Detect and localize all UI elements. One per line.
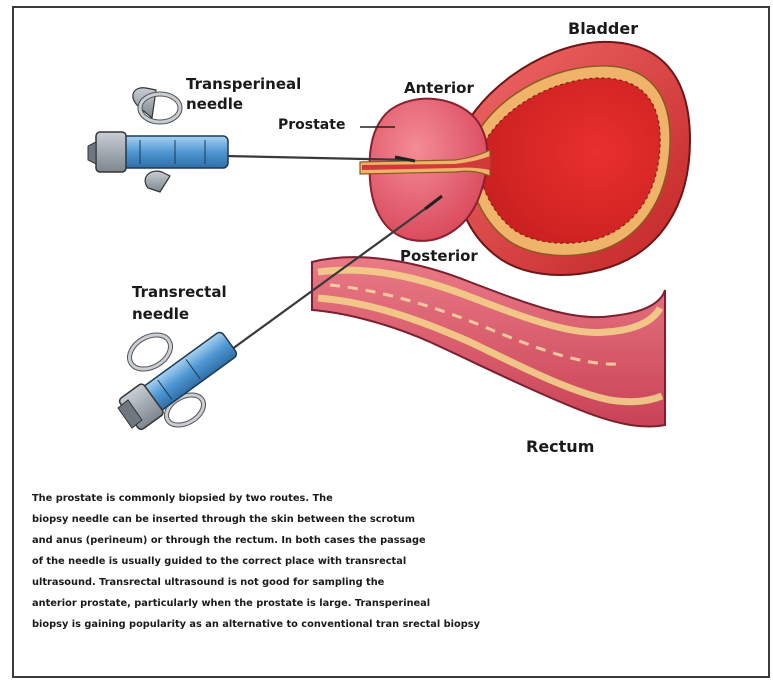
label-transrectal-line2: needle bbox=[132, 306, 189, 323]
caption-line: biopsy needle can be inserted through th… bbox=[32, 509, 772, 530]
label-bladder: Bladder bbox=[568, 20, 638, 38]
caption-line: ultrasound. Transrectal ultrasound is no… bbox=[32, 572, 772, 593]
caption-line: The prostate is commonly biopsied by two… bbox=[32, 488, 772, 509]
label-prostate: Prostate bbox=[278, 117, 345, 133]
caption-line: anterior prostate, particularly when the… bbox=[32, 593, 772, 614]
label-posterior: Posterior bbox=[400, 248, 478, 265]
rectum bbox=[312, 257, 665, 426]
caption-line: of the needle is usually guided to the c… bbox=[32, 551, 772, 572]
label-anterior: Anterior bbox=[404, 80, 474, 97]
label-transperineal-line2: needle bbox=[186, 96, 243, 113]
caption-text: The prostate is commonly biopsied by two… bbox=[32, 488, 772, 635]
caption-line: and anus (perineum) or through the rectu… bbox=[32, 530, 772, 551]
label-rectum: Rectum bbox=[526, 438, 594, 456]
caption-line: biopsy is gaining popularity as an alter… bbox=[32, 614, 772, 635]
label-transrectal-line1: Transrectal bbox=[132, 284, 227, 301]
transperineal-needle bbox=[88, 88, 415, 192]
label-transperineal-line1: Transperineal bbox=[186, 76, 301, 93]
